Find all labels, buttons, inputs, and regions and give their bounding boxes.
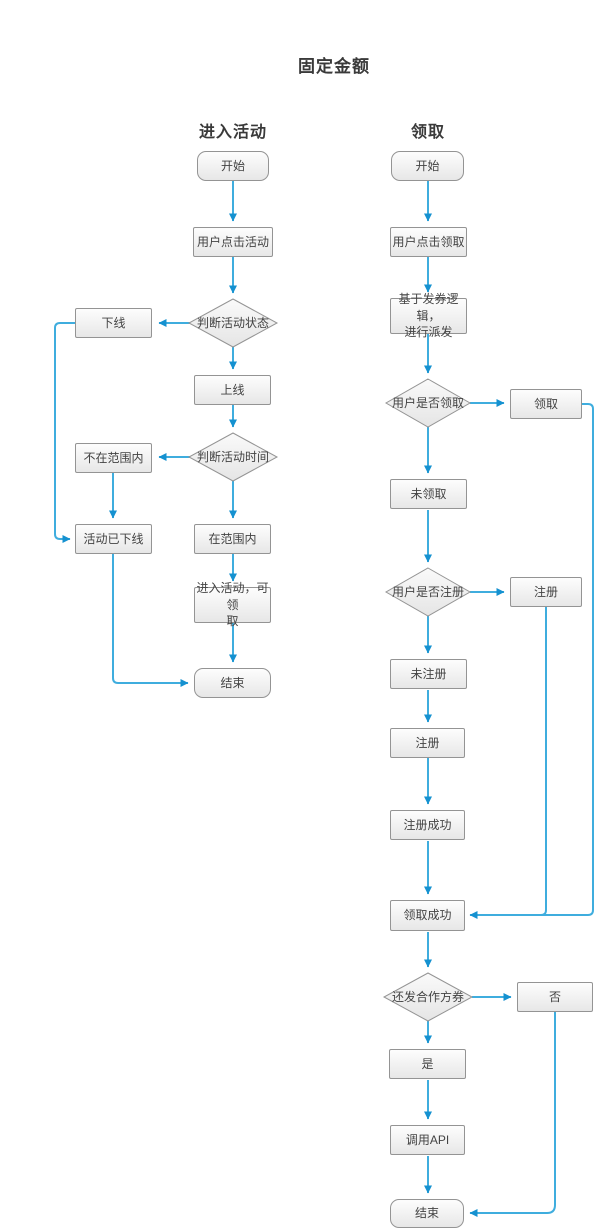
in-range-node: 在范围内	[194, 524, 271, 554]
online-node: 上线	[194, 375, 271, 405]
judge-activity-time-label: 判断活动时间	[196, 449, 269, 464]
is-user-claimed-diamond	[384, 378, 472, 428]
connector-activity-offline-to-end	[112, 554, 189, 687]
not-in-range-node: 不在范围内	[75, 443, 152, 473]
lane-header-enter-activity: 进入活动	[198, 124, 267, 141]
user-click-claim-node: 用户点击领取	[390, 227, 467, 257]
judge-activity-time-diamond	[187, 432, 279, 482]
lane-header-claim: 领取	[410, 124, 445, 141]
is-user-registered-label: 用户是否注册	[391, 584, 464, 599]
is-user-registered-diamond	[384, 567, 472, 617]
claim-success-node: 领取成功	[390, 900, 465, 931]
is-user-claimed-label: 用户是否领取	[391, 395, 464, 410]
register-success-node: 注册成功	[390, 810, 465, 840]
unclaimed-node: 未领取	[390, 479, 467, 509]
connector-registered-to-claim-ok-merge	[525, 607, 547, 916]
issue-partner-coupon-diamond	[382, 972, 474, 1022]
enter-activity-claimable-node: 进入活动，可领 取	[194, 581, 271, 628]
judge-activity-status-label: 判断活动状态	[196, 315, 269, 330]
end-node-left: 结束	[194, 668, 271, 698]
claimed-node: 领取	[510, 389, 582, 419]
end-node-right: 结束	[390, 1199, 464, 1228]
offline-node: 下线	[75, 308, 152, 338]
start-node-right: 开始	[391, 151, 464, 181]
call-api-node: 调用API	[390, 1125, 465, 1155]
unregistered-node: 未注册	[390, 659, 467, 689]
connector-no-to-end	[469, 1012, 556, 1217]
issue-partner-coupon-label: 还发合作方券	[391, 989, 464, 1004]
no-node: 否	[517, 982, 593, 1012]
registered-node: 注册	[510, 577, 582, 607]
activity-offline-node: 活动已下线	[75, 524, 152, 554]
yes-node: 是	[389, 1049, 466, 1079]
judge-activity-status-diamond	[187, 298, 279, 348]
connector-claimed-to-claim-ok	[469, 403, 594, 919]
start-node-left: 开始	[197, 151, 269, 181]
connector-offline-to-activity-offline	[54, 322, 75, 543]
coupon-logic-distribute-node: 基于发券逻辑， 进行派发	[390, 292, 467, 339]
register-node: 注册	[390, 728, 465, 758]
user-click-activity-node: 用户点击活动	[193, 227, 273, 257]
page-title: 固定金额	[298, 57, 370, 76]
